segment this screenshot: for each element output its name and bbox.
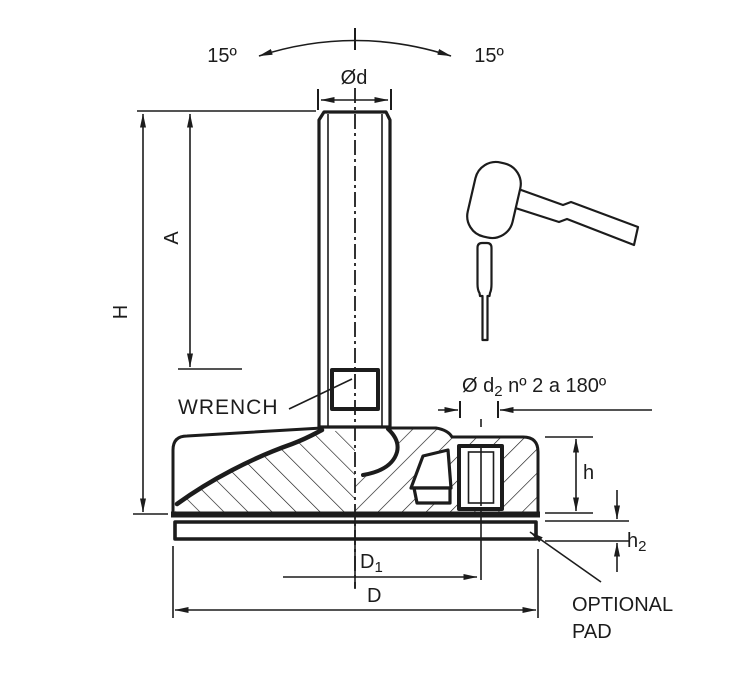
base-height-label: h bbox=[583, 462, 594, 484]
punch-icon bbox=[476, 241, 493, 342]
wrench-leader bbox=[288, 378, 353, 410]
dome-contour bbox=[174, 427, 325, 507]
pad-thickness-label: h2 bbox=[627, 530, 646, 555]
angle-label-right: 15º bbox=[474, 45, 504, 67]
base-diameter-label: D bbox=[367, 585, 381, 607]
pad-leader bbox=[529, 531, 602, 583]
dimensions bbox=[133, 89, 652, 618]
optional-pad-label-line1: OPTIONAL bbox=[572, 594, 673, 616]
overall-height-label: H bbox=[110, 305, 132, 319]
optional-pad-label-line2: PAD bbox=[572, 621, 612, 643]
base-outline-right bbox=[388, 426, 540, 513]
swivel-angle-arc bbox=[258, 28, 452, 57]
stem-diameter-label: Ød bbox=[341, 67, 368, 89]
hatch-left bbox=[175, 429, 355, 513]
thread-length-label: A bbox=[161, 231, 183, 245]
tool-icons bbox=[466, 160, 640, 342]
angled-hole-base bbox=[412, 486, 452, 505]
stem-body bbox=[317, 110, 392, 429]
labels: 15º 15º Ød H A WRENCH Ø d2 nº 2 a 180º h… bbox=[110, 45, 673, 643]
mallet-handle bbox=[504, 184, 640, 247]
ball-joint-arc bbox=[361, 427, 400, 477]
angle-label-left: 15º bbox=[207, 45, 237, 67]
hole-diameter-label: Ø d2 nº 2 a 180º bbox=[462, 375, 607, 400]
base-outline bbox=[171, 426, 323, 513]
mallet-icon bbox=[466, 160, 522, 240]
wrench-label: WRENCH bbox=[178, 396, 279, 419]
hole-circle-label: D1 bbox=[360, 551, 383, 576]
